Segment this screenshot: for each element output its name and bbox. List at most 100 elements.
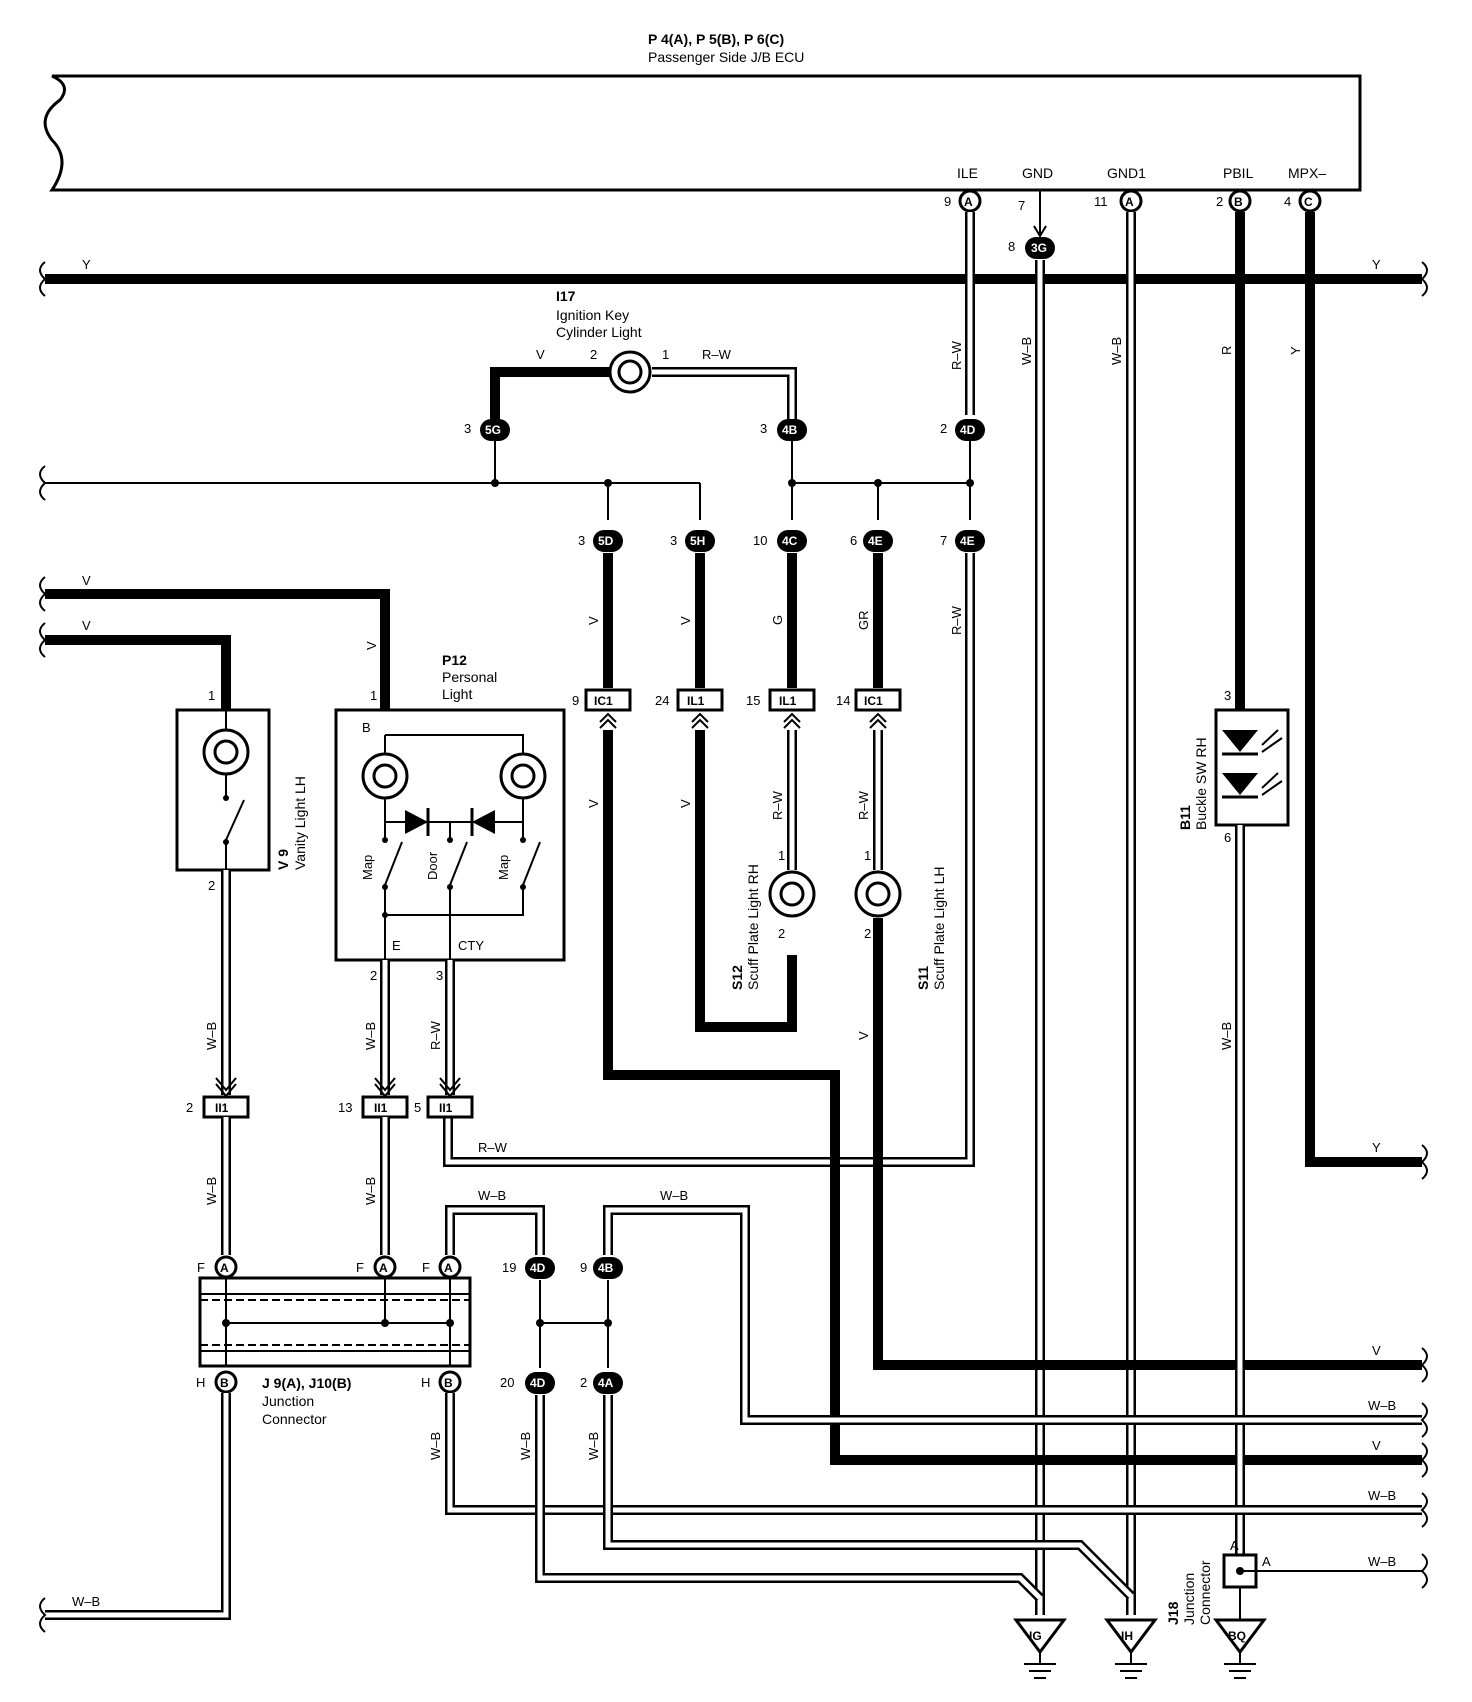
connector-5d: 3 5D (578, 530, 623, 552)
ground-ig-icon: IG (1013, 1618, 1067, 1679)
svg-text:Junction: Junction (1181, 1573, 1197, 1625)
connector-5h: 3 5H (670, 530, 715, 552)
p12-diode-left-icon (405, 810, 428, 834)
wire-y-right: Y (1372, 257, 1381, 272)
svg-text:A: A (1230, 1538, 1239, 1553)
inline-ii1-2: 2 II1 (186, 1095, 250, 1119)
svg-text:A: A (444, 1261, 453, 1275)
svg-text:1: 1 (662, 347, 669, 362)
svg-text:2: 2 (864, 926, 871, 941)
svg-text:3: 3 (464, 421, 471, 436)
j9-pin-f1: F A (197, 1255, 238, 1279)
svg-text:2: 2 (208, 878, 215, 893)
svg-text:W–B: W–B (204, 1177, 219, 1205)
svg-text:IH: IH (1121, 1629, 1133, 1643)
inline-ic1-9: 9 IC1 (572, 688, 632, 712)
svg-text:4D: 4D (530, 1261, 546, 1275)
svg-text:2: 2 (1216, 194, 1223, 209)
ecu-pin-gnd: GND (1022, 165, 1053, 181)
svg-text:B: B (220, 1376, 229, 1390)
b11-box (1214, 708, 1290, 827)
svg-text:4C: 4C (782, 534, 798, 548)
svg-text:9: 9 (572, 693, 579, 708)
ecu-pin-2b: 2 B (1216, 189, 1252, 213)
svg-text:GR: GR (856, 611, 871, 631)
svg-text:G: G (770, 615, 785, 625)
j9-pin-f2: F A (356, 1255, 397, 1279)
svg-text:Light: Light (442, 686, 472, 702)
svg-text:Map: Map (496, 855, 511, 880)
ecu-name: Passenger Side J/B ECU (648, 49, 804, 65)
svg-text:Connector: Connector (1197, 1560, 1213, 1625)
b11-led-icon (1222, 730, 1258, 752)
svg-text:20: 20 (500, 1375, 514, 1390)
svg-text:IG: IG (1029, 1629, 1042, 1643)
v9-switch-icon (225, 799, 245, 841)
svg-text:V: V (586, 616, 601, 625)
svg-text:C: C (1304, 195, 1313, 209)
svg-text:W–B: W–B (478, 1188, 506, 1203)
svg-text:W–B: W–B (660, 1188, 688, 1203)
svg-text:4D: 4D (530, 1376, 546, 1390)
svg-text:2: 2 (778, 926, 785, 941)
svg-text:11: 11 (1094, 194, 1108, 209)
svg-text:V: V (856, 1031, 871, 1040)
svg-text:9: 9 (944, 194, 951, 209)
svg-text:Buckle SW RH: Buckle SW RH (1193, 737, 1209, 830)
svg-text:14: 14 (836, 693, 850, 708)
svg-text:4E: 4E (868, 534, 883, 548)
svg-text:V: V (82, 618, 91, 633)
svg-text:W–B: W–B (204, 1022, 219, 1050)
connector-4c: 10 4C (753, 530, 807, 552)
wire-y-left: Y (82, 257, 91, 272)
svg-text:R–W: R–W (949, 605, 964, 635)
svg-text:3: 3 (436, 968, 443, 983)
svg-text:V: V (678, 616, 693, 625)
svg-text:V: V (82, 573, 91, 588)
ecu-box (43, 74, 1362, 192)
svg-text:Junction: Junction (262, 1393, 314, 1409)
svg-text:5H: 5H (690, 534, 705, 548)
svg-text:3: 3 (1224, 688, 1231, 703)
svg-text:1: 1 (778, 848, 785, 863)
svg-text:W–B: W–B (428, 1432, 443, 1460)
svg-text:3: 3 (760, 421, 767, 436)
svg-text:J 9(A), J10(B): J 9(A), J10(B) (262, 1375, 351, 1391)
p12-switch-map2-icon (522, 841, 541, 886)
inline-ic1-14: 14 IC1 (836, 688, 902, 712)
svg-text:R–W: R–W (949, 340, 964, 370)
svg-text:W–B: W–B (72, 1594, 100, 1609)
svg-text:II1: II1 (374, 1101, 388, 1115)
svg-text:H: H (421, 1375, 430, 1390)
ecu-pin-pbil: PBIL (1223, 165, 1254, 181)
svg-text:R–W: R–W (702, 347, 732, 362)
svg-text:W–B: W–B (1368, 1554, 1396, 1569)
svg-text:3G: 3G (1031, 241, 1047, 255)
ecu-title: P 4(A), P 5(B), P 6(C) (648, 31, 784, 47)
svg-text:3: 3 (578, 533, 585, 548)
svg-text:B: B (1234, 195, 1243, 209)
svg-text:13: 13 (338, 1100, 352, 1115)
ecu-pin-mpx: MPX– (1288, 165, 1326, 181)
i17-name1: Ignition Key (556, 307, 629, 323)
svg-text:2: 2 (186, 1100, 193, 1115)
svg-text:2: 2 (370, 968, 377, 983)
connector-3g: 8 3G (1008, 237, 1055, 259)
svg-text:2: 2 (590, 347, 597, 362)
connector-4d-top: 2 4D (940, 419, 985, 441)
ecu-pin-11a: 11 A (1094, 189, 1143, 213)
svg-text:J18: J18 (1165, 1601, 1181, 1625)
inline-ii1-13: 13 II1 (338, 1095, 409, 1119)
svg-text:E: E (392, 938, 401, 953)
svg-text:F: F (197, 1260, 205, 1275)
connector-4b-9: 9 4B (580, 1257, 623, 1279)
svg-text:1: 1 (208, 688, 215, 703)
svg-text:F: F (356, 1260, 364, 1275)
connector-4e-6: 6 4E (850, 530, 893, 552)
svg-text:24: 24 (655, 693, 669, 708)
svg-text:W–B: W–B (1109, 337, 1124, 365)
svg-text:1: 1 (864, 848, 871, 863)
svg-text:W–B: W–B (363, 1177, 378, 1205)
ecu-pin-ile: ILE (957, 165, 978, 181)
svg-text:IC1: IC1 (594, 694, 613, 708)
